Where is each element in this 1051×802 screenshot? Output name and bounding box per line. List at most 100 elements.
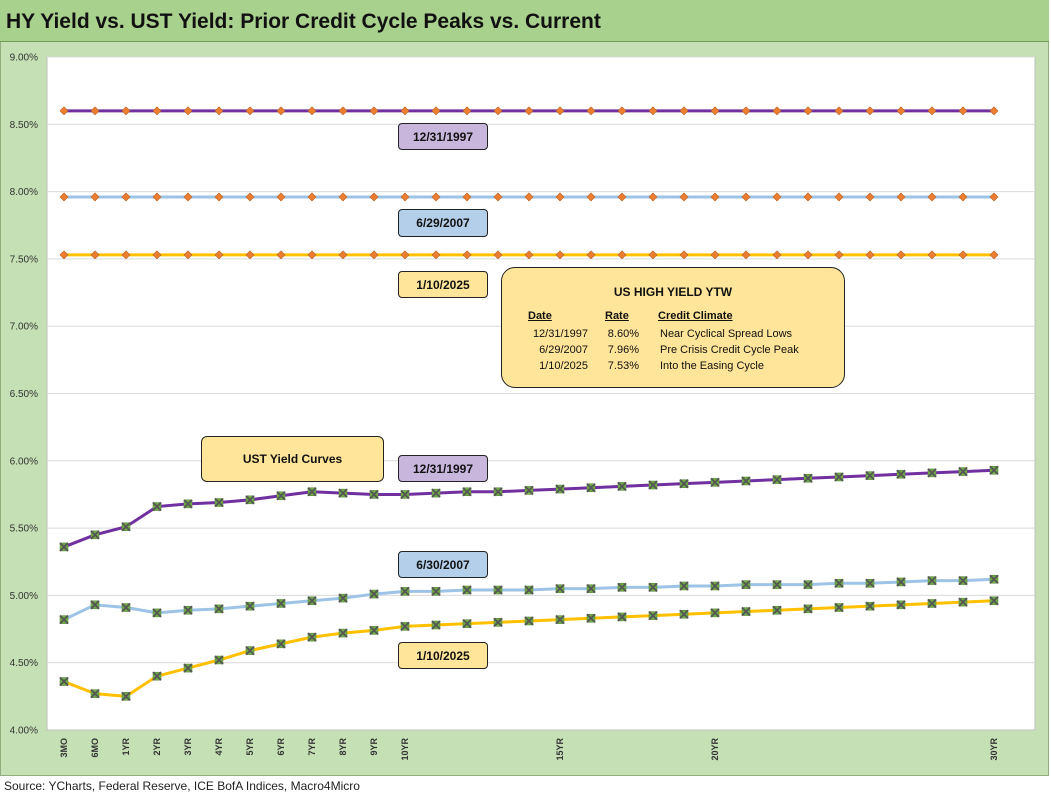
ust-yield-curves-label: UST Yield Curves: [201, 436, 384, 482]
data-point: [896, 600, 906, 610]
data-point: [834, 578, 844, 588]
data-point: [803, 192, 813, 202]
data-point: [431, 586, 441, 596]
data-point: [896, 192, 906, 202]
data-point: [214, 655, 224, 665]
data-point: [307, 596, 317, 606]
data-point: [121, 602, 131, 613]
x-tick-label: 6YR: [276, 738, 286, 756]
data-point: [648, 480, 658, 490]
marker-x: [59, 676, 69, 687]
hy-1997-label: 12/31/1997: [398, 123, 488, 150]
data-point: [462, 585, 472, 595]
data-point: [276, 250, 286, 260]
marker-x: [338, 628, 348, 638]
data-point: [493, 585, 503, 595]
marker-x: [648, 610, 658, 621]
marker-x: [214, 655, 224, 665]
marker-x: [989, 574, 999, 584]
data-point: [679, 479, 689, 489]
data-point: [648, 250, 658, 260]
data-point: [493, 106, 503, 116]
x-tick-label: 5YR: [245, 738, 255, 756]
data-point: [586, 613, 596, 623]
data-point: [245, 250, 255, 260]
data-point: [214, 604, 224, 614]
marker-x: [989, 596, 999, 606]
x-tick-label: 8YR: [338, 738, 348, 756]
data-point: [338, 593, 348, 603]
marker-x: [462, 619, 472, 629]
x-tick-label: 3MO: [59, 738, 69, 758]
data-point: [400, 586, 410, 596]
marker-x: [927, 468, 937, 478]
chart-title: HY Yield vs. UST Yield: Prior Credit Cyc…: [6, 10, 601, 33]
y-tick-label: 5.50%: [10, 524, 38, 535]
marker-x: [183, 605, 193, 615]
marker-x: [462, 585, 472, 595]
data-point: [927, 250, 937, 260]
x-tick-label: 10YR: [400, 738, 410, 761]
data-point: [772, 106, 782, 116]
data-point: [617, 582, 627, 592]
data-point: [710, 608, 720, 618]
data-point: [431, 250, 441, 260]
data-point: [834, 472, 844, 482]
data-point: [741, 250, 751, 260]
data-point: [369, 106, 379, 116]
marker-x: [958, 597, 968, 607]
data-point: [59, 250, 69, 260]
data-point: [59, 542, 69, 552]
data-point: [865, 192, 875, 202]
x-tick-label: 1YR: [121, 738, 131, 756]
marker-x: [152, 501, 162, 512]
data-point: [369, 192, 379, 202]
data-point: [555, 614, 565, 625]
data-point: [710, 106, 720, 116]
data-point: [276, 192, 286, 202]
x-tick-label: 2YR: [152, 738, 162, 756]
y-tick-label: 9.00%: [10, 53, 38, 64]
data-point: [586, 106, 596, 116]
marker-x: [369, 625, 379, 636]
data-point: [865, 250, 875, 260]
marker-x: [431, 586, 441, 596]
marker-x: [741, 606, 751, 617]
data-point: [648, 582, 658, 592]
data-point: [524, 192, 534, 202]
data-point: [772, 605, 782, 615]
data-point: [710, 192, 720, 202]
data-point: [772, 579, 782, 590]
data-point: [927, 106, 937, 116]
data-point: [865, 601, 875, 611]
data-point: [772, 475, 782, 485]
data-point: [741, 476, 751, 486]
data-point: [896, 250, 906, 260]
row-1-climate: Near Cyclical Spread Lows: [660, 328, 793, 340]
marker-x: [710, 581, 720, 591]
marker-x: [121, 602, 131, 613]
data-point: [989, 250, 999, 260]
data-point: [617, 481, 627, 492]
marker-x: [803, 579, 813, 590]
data-point: [555, 106, 565, 116]
marker-x: [338, 593, 348, 603]
marker-x: [772, 605, 782, 615]
data-point: [276, 639, 286, 649]
data-point: [462, 487, 472, 497]
data-point: [958, 466, 968, 477]
hy-2025-label: 1/10/2025: [398, 271, 488, 298]
marker-x: [772, 475, 782, 485]
data-point: [679, 581, 689, 591]
data-point: [741, 106, 751, 116]
data-point: [152, 192, 162, 202]
data-point: [90, 600, 100, 610]
data-point: [431, 106, 441, 116]
data-point: [679, 609, 689, 619]
y-tick-label: 8.00%: [10, 187, 38, 198]
marker-x: [865, 601, 875, 611]
data-point: [741, 192, 751, 202]
marker-x: [586, 584, 596, 594]
data-point: [338, 106, 348, 116]
